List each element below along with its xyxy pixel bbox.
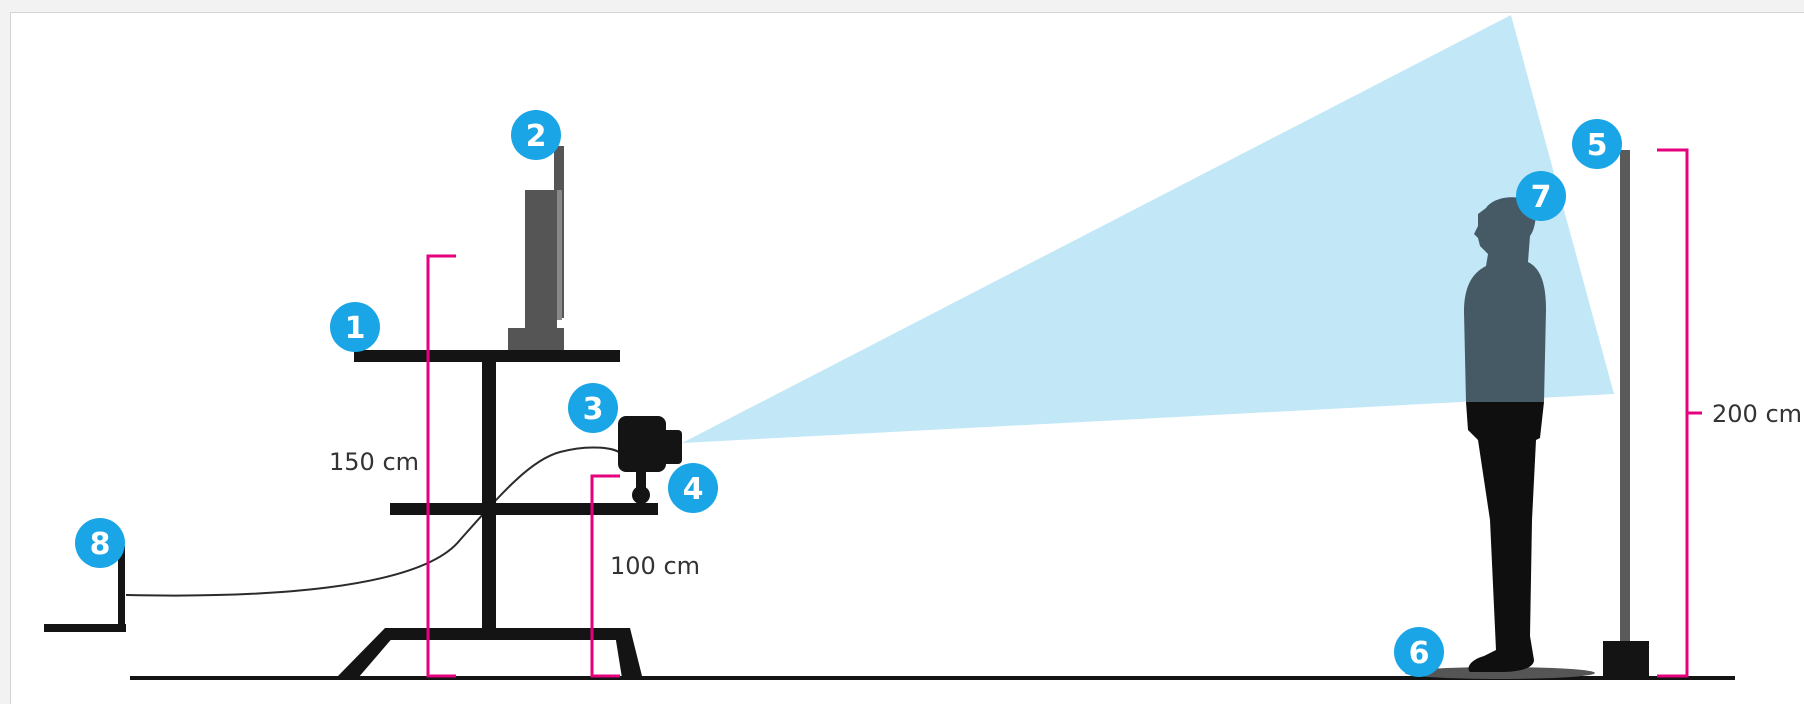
dimension-bracket-150 <box>426 254 456 678</box>
svg-text:1: 1 <box>345 311 366 346</box>
pole-shape <box>1603 150 1649 678</box>
badge-7: 7 <box>1516 171 1566 221</box>
monitor-shape <box>508 146 564 350</box>
dimension-label-table: 150 cm <box>329 448 419 476</box>
svg-text:4: 4 <box>683 472 704 507</box>
svg-text:7: 7 <box>1531 180 1552 215</box>
camera-shape <box>618 416 682 472</box>
svg-text:3: 3 <box>583 392 604 427</box>
camera-cable <box>125 446 621 597</box>
badge-8: 8 <box>75 518 125 568</box>
dimension-label-pole: 200 cm <box>1712 400 1802 428</box>
laptop-shape <box>44 546 126 632</box>
badge-6: 6 <box>1394 627 1444 677</box>
floor-mark-shape <box>1405 667 1595 679</box>
tripod-shape <box>632 470 650 504</box>
svg-text:8: 8 <box>90 527 111 562</box>
badge-1: 1 <box>330 302 380 352</box>
badge-5: 5 <box>1572 119 1622 169</box>
camera-field-of-view <box>682 15 1614 443</box>
badge-4: 4 <box>668 463 718 513</box>
badge-3: 3 <box>568 383 618 433</box>
svg-text:6: 6 <box>1409 636 1430 671</box>
dimension-bracket-200 <box>1657 148 1702 678</box>
person-silhouette <box>1464 197 1546 672</box>
dimension-label-camera: 100 cm <box>610 552 700 580</box>
badge-2: 2 <box>511 110 561 160</box>
svg-text:2: 2 <box>526 119 547 154</box>
svg-text:5: 5 <box>1587 128 1608 163</box>
dimension-bracket-100 <box>590 474 620 678</box>
